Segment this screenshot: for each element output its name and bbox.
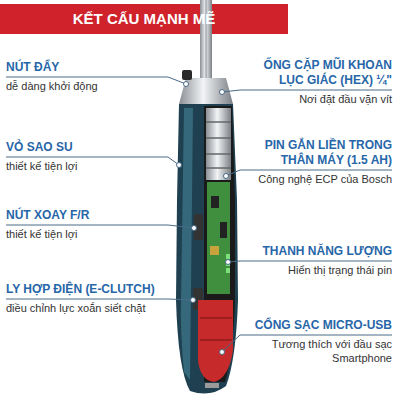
gear-ring [206, 153, 231, 155]
leader-line [228, 261, 392, 262]
leader-dot [192, 226, 197, 231]
part-note: Tương thích với đầu sạc Smartphone [242, 338, 392, 366]
power-led [226, 254, 230, 259]
leader-line [6, 225, 194, 228]
part-note: Hiển thị trạng thái pin [242, 264, 392, 278]
part-name: ỐNG CẶP MŨI KHOAN LỤC GIÁC (HEX) ¼" [242, 58, 392, 88]
chip [220, 222, 227, 238]
gear-ring [206, 121, 231, 123]
part-note: dễ dàng khởi động [6, 80, 166, 94]
rubber-housing [176, 104, 238, 394]
leader-dot [220, 90, 225, 95]
part-name: THANH NĂNG LƯỢNG [242, 244, 392, 259]
usb-port [205, 383, 219, 388]
circuit-board [207, 182, 230, 294]
part-note: điều chỉnh lực xoắn siết chặt [6, 302, 166, 316]
leader-dot [226, 260, 231, 265]
leader-dot [177, 163, 182, 168]
leader-dot [184, 82, 189, 87]
power-led [226, 268, 230, 273]
part-name: PIN GẮN LIỀN TRONG THÂN MÁY (1.5 AH) [242, 138, 392, 168]
part-note: thiết kế tiện lợi [6, 228, 166, 242]
component [210, 246, 219, 255]
part-note: thiết kế tiện lợi [6, 160, 166, 174]
part-note: Nơi đặt đầu vặn vít [242, 93, 392, 107]
part-name: VỎ SAO SU [6, 140, 166, 155]
part-name: LY HỢP ĐIỆN (E-CLUTCH) [6, 282, 166, 297]
part-note: Công nghệ ECP của Bosch [242, 173, 392, 187]
leader-dot [220, 350, 225, 355]
battery-band [200, 339, 232, 341]
battery [198, 300, 233, 382]
chuck-cap [179, 78, 233, 104]
leader-dot [191, 298, 196, 303]
part-name: NÚT ĐẨY [6, 60, 166, 75]
chip [211, 196, 219, 208]
leader-line [6, 299, 193, 300]
gear-ring [206, 137, 231, 139]
leader-line [222, 90, 392, 92]
leader-dot [224, 174, 229, 179]
gear-ring [206, 167, 231, 169]
housing-highlight [181, 108, 193, 380]
gear-box [206, 108, 231, 180]
part-name: CỔNG SẠC MICRO-USB [242, 318, 392, 333]
part-name: NÚT XOAY F/R [6, 208, 166, 223]
push-button [182, 70, 192, 80]
battery-band [200, 317, 232, 319]
title: KẾT CẤU MẠNH MẼ [0, 4, 288, 34]
title-banner [0, 4, 288, 34]
